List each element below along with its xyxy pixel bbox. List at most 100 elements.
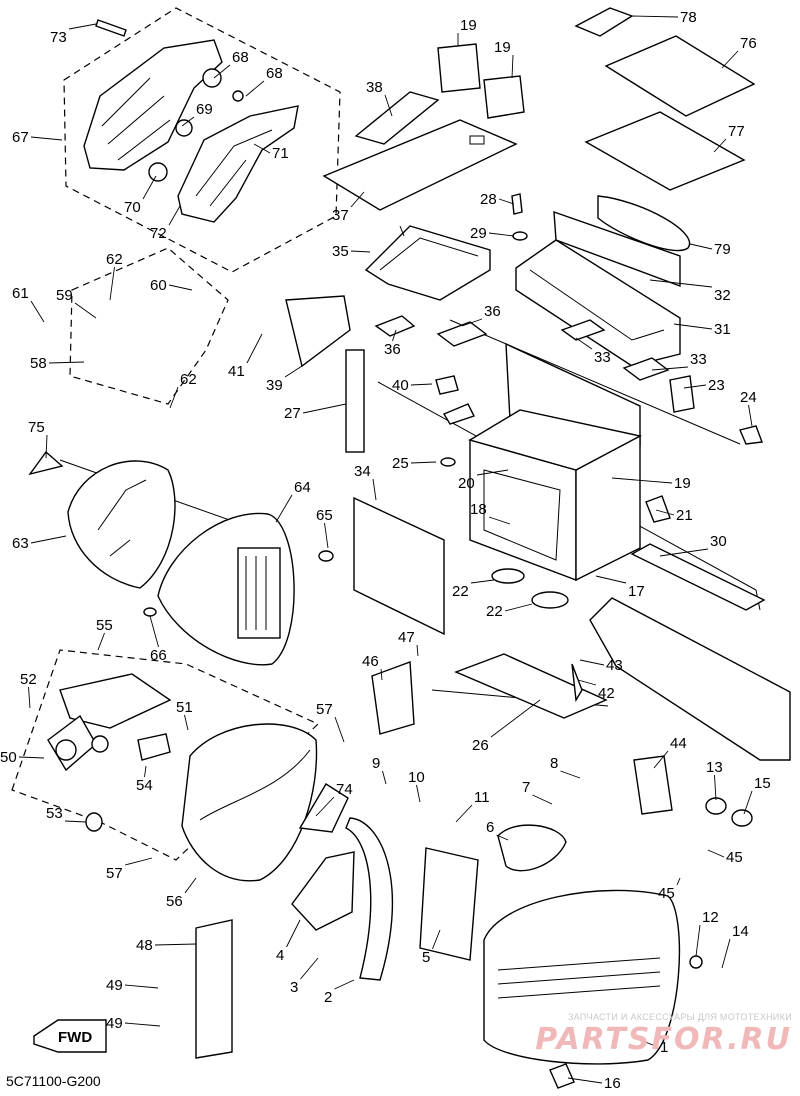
callout-leader-45: [676, 877, 681, 886]
callout-leader-29: [488, 232, 515, 237]
callout-leader-47: [416, 644, 419, 657]
callout-2: 2: [324, 989, 332, 1006]
callout-leader-75: [45, 434, 48, 459]
callout-leader-17: [595, 575, 627, 584]
callout-54: 54: [136, 777, 153, 794]
callout-leader-44: [653, 750, 669, 769]
callout-leader-59: [74, 302, 97, 319]
callout-36: 36: [484, 303, 501, 320]
callout-leaders: [18, 15, 753, 1084]
callout-34: 34: [354, 463, 371, 480]
callout-leader-61: [30, 300, 45, 323]
tool-bag-assembly: [574, 7, 756, 191]
callout-22: 22: [486, 603, 503, 620]
callout-3: 3: [290, 979, 298, 996]
callout-39: 39: [266, 377, 283, 394]
callout-26: 26: [472, 737, 489, 754]
callout-35: 35: [332, 243, 349, 260]
callout-leader-78: [629, 15, 679, 18]
callout-leader-20: [476, 469, 509, 476]
callout-leader-41: [246, 333, 263, 364]
callout-51: 51: [176, 699, 193, 716]
callout-70: 70: [124, 199, 141, 216]
callout-58: 58: [30, 355, 47, 372]
callout-leader-2: [334, 979, 355, 990]
callout-leader-65: [324, 522, 329, 549]
callout-leader-8: [560, 770, 581, 779]
callout-leader-54: [144, 765, 147, 778]
callout-1: 1: [660, 1039, 668, 1056]
callout-leader-12: [695, 924, 701, 957]
callout-leader-64: [275, 494, 293, 523]
callout-76: 76: [740, 35, 757, 52]
callout-73: 73: [50, 29, 67, 46]
callout-47: 47: [398, 629, 415, 646]
callout-20: 20: [458, 475, 475, 492]
callout-19: 19: [460, 17, 477, 34]
callout-leader-66: [149, 615, 159, 648]
callout-66: 66: [150, 647, 167, 664]
callout-leader-79: [689, 243, 713, 250]
callout-leader-68: [245, 80, 265, 97]
callout-30: 30: [710, 533, 727, 550]
callout-43: 43: [606, 657, 623, 674]
callout-41: 41: [228, 363, 245, 380]
callout-57: 57: [106, 865, 123, 882]
callout-60: 60: [150, 277, 167, 294]
callout-69: 69: [196, 101, 213, 118]
callout-leader-53: [64, 820, 87, 823]
callout-44: 44: [670, 735, 687, 752]
callout-leader-16: [567, 1077, 603, 1084]
callout-15: 15: [754, 775, 771, 792]
callout-19: 19: [494, 39, 511, 56]
callout-leader-68: [213, 64, 231, 79]
callout-leader-28: [498, 198, 515, 205]
callout-leader-13: [714, 774, 717, 801]
callout-4: 4: [276, 947, 284, 964]
callout-24: 24: [740, 389, 757, 406]
callout-leader-74: [315, 796, 335, 817]
callout-56: 56: [166, 893, 183, 910]
callout-leader-45: [707, 849, 725, 858]
callout-59: 59: [56, 287, 73, 304]
callout-leader-34: [372, 478, 377, 501]
callout-13: 13: [706, 759, 723, 776]
callout-9: 9: [372, 755, 380, 772]
callout-49: 49: [106, 977, 123, 994]
callout-21: 21: [676, 507, 693, 524]
callout-6: 6: [486, 819, 494, 836]
callout-leader-21: [655, 509, 675, 516]
watermark-caption: ЗАПЧАСТИ И АКСЕССУАРЫ ДЛЯ МОТОТЕХНИКИ: [567, 1012, 792, 1022]
watermark-logo: PARTSFOR.RU: [535, 1022, 792, 1057]
callout-leader-42: [577, 679, 597, 686]
callout-leader-77: [713, 138, 727, 153]
callout-leader-35: [350, 250, 371, 253]
callout-19: 19: [674, 475, 691, 492]
callout-leader-22: [504, 603, 533, 612]
callout-leader-63: [30, 535, 67, 544]
callout-leader-25: [410, 461, 437, 464]
callout-leader-72: [168, 205, 181, 226]
callout-leader-60: [168, 284, 193, 291]
callout-leader-73: [68, 23, 97, 30]
callout-63: 63: [12, 535, 29, 552]
callout-leader-19: [611, 477, 673, 484]
callout-48: 48: [136, 937, 153, 954]
callout-11: 11: [474, 789, 490, 806]
callout-40: 40: [392, 377, 409, 394]
callout-31: 31: [714, 321, 731, 338]
callout-65: 65: [316, 507, 333, 524]
callout-leader-7: [532, 794, 553, 805]
callout-leader-39: [284, 365, 303, 378]
callout-leader-33: [651, 366, 689, 371]
callout-leader-52: [28, 686, 31, 709]
callout-leader-70: [142, 175, 157, 200]
callout-leader-48: [154, 943, 197, 946]
callout-33: 33: [594, 349, 611, 366]
callout-leader-76: [721, 50, 739, 69]
callout-46: 46: [362, 653, 379, 670]
callout-leader-50: [18, 756, 45, 759]
callout-leader-62: [169, 386, 179, 409]
callout-leader-9: [382, 770, 387, 785]
callout-17: 17: [628, 583, 645, 600]
